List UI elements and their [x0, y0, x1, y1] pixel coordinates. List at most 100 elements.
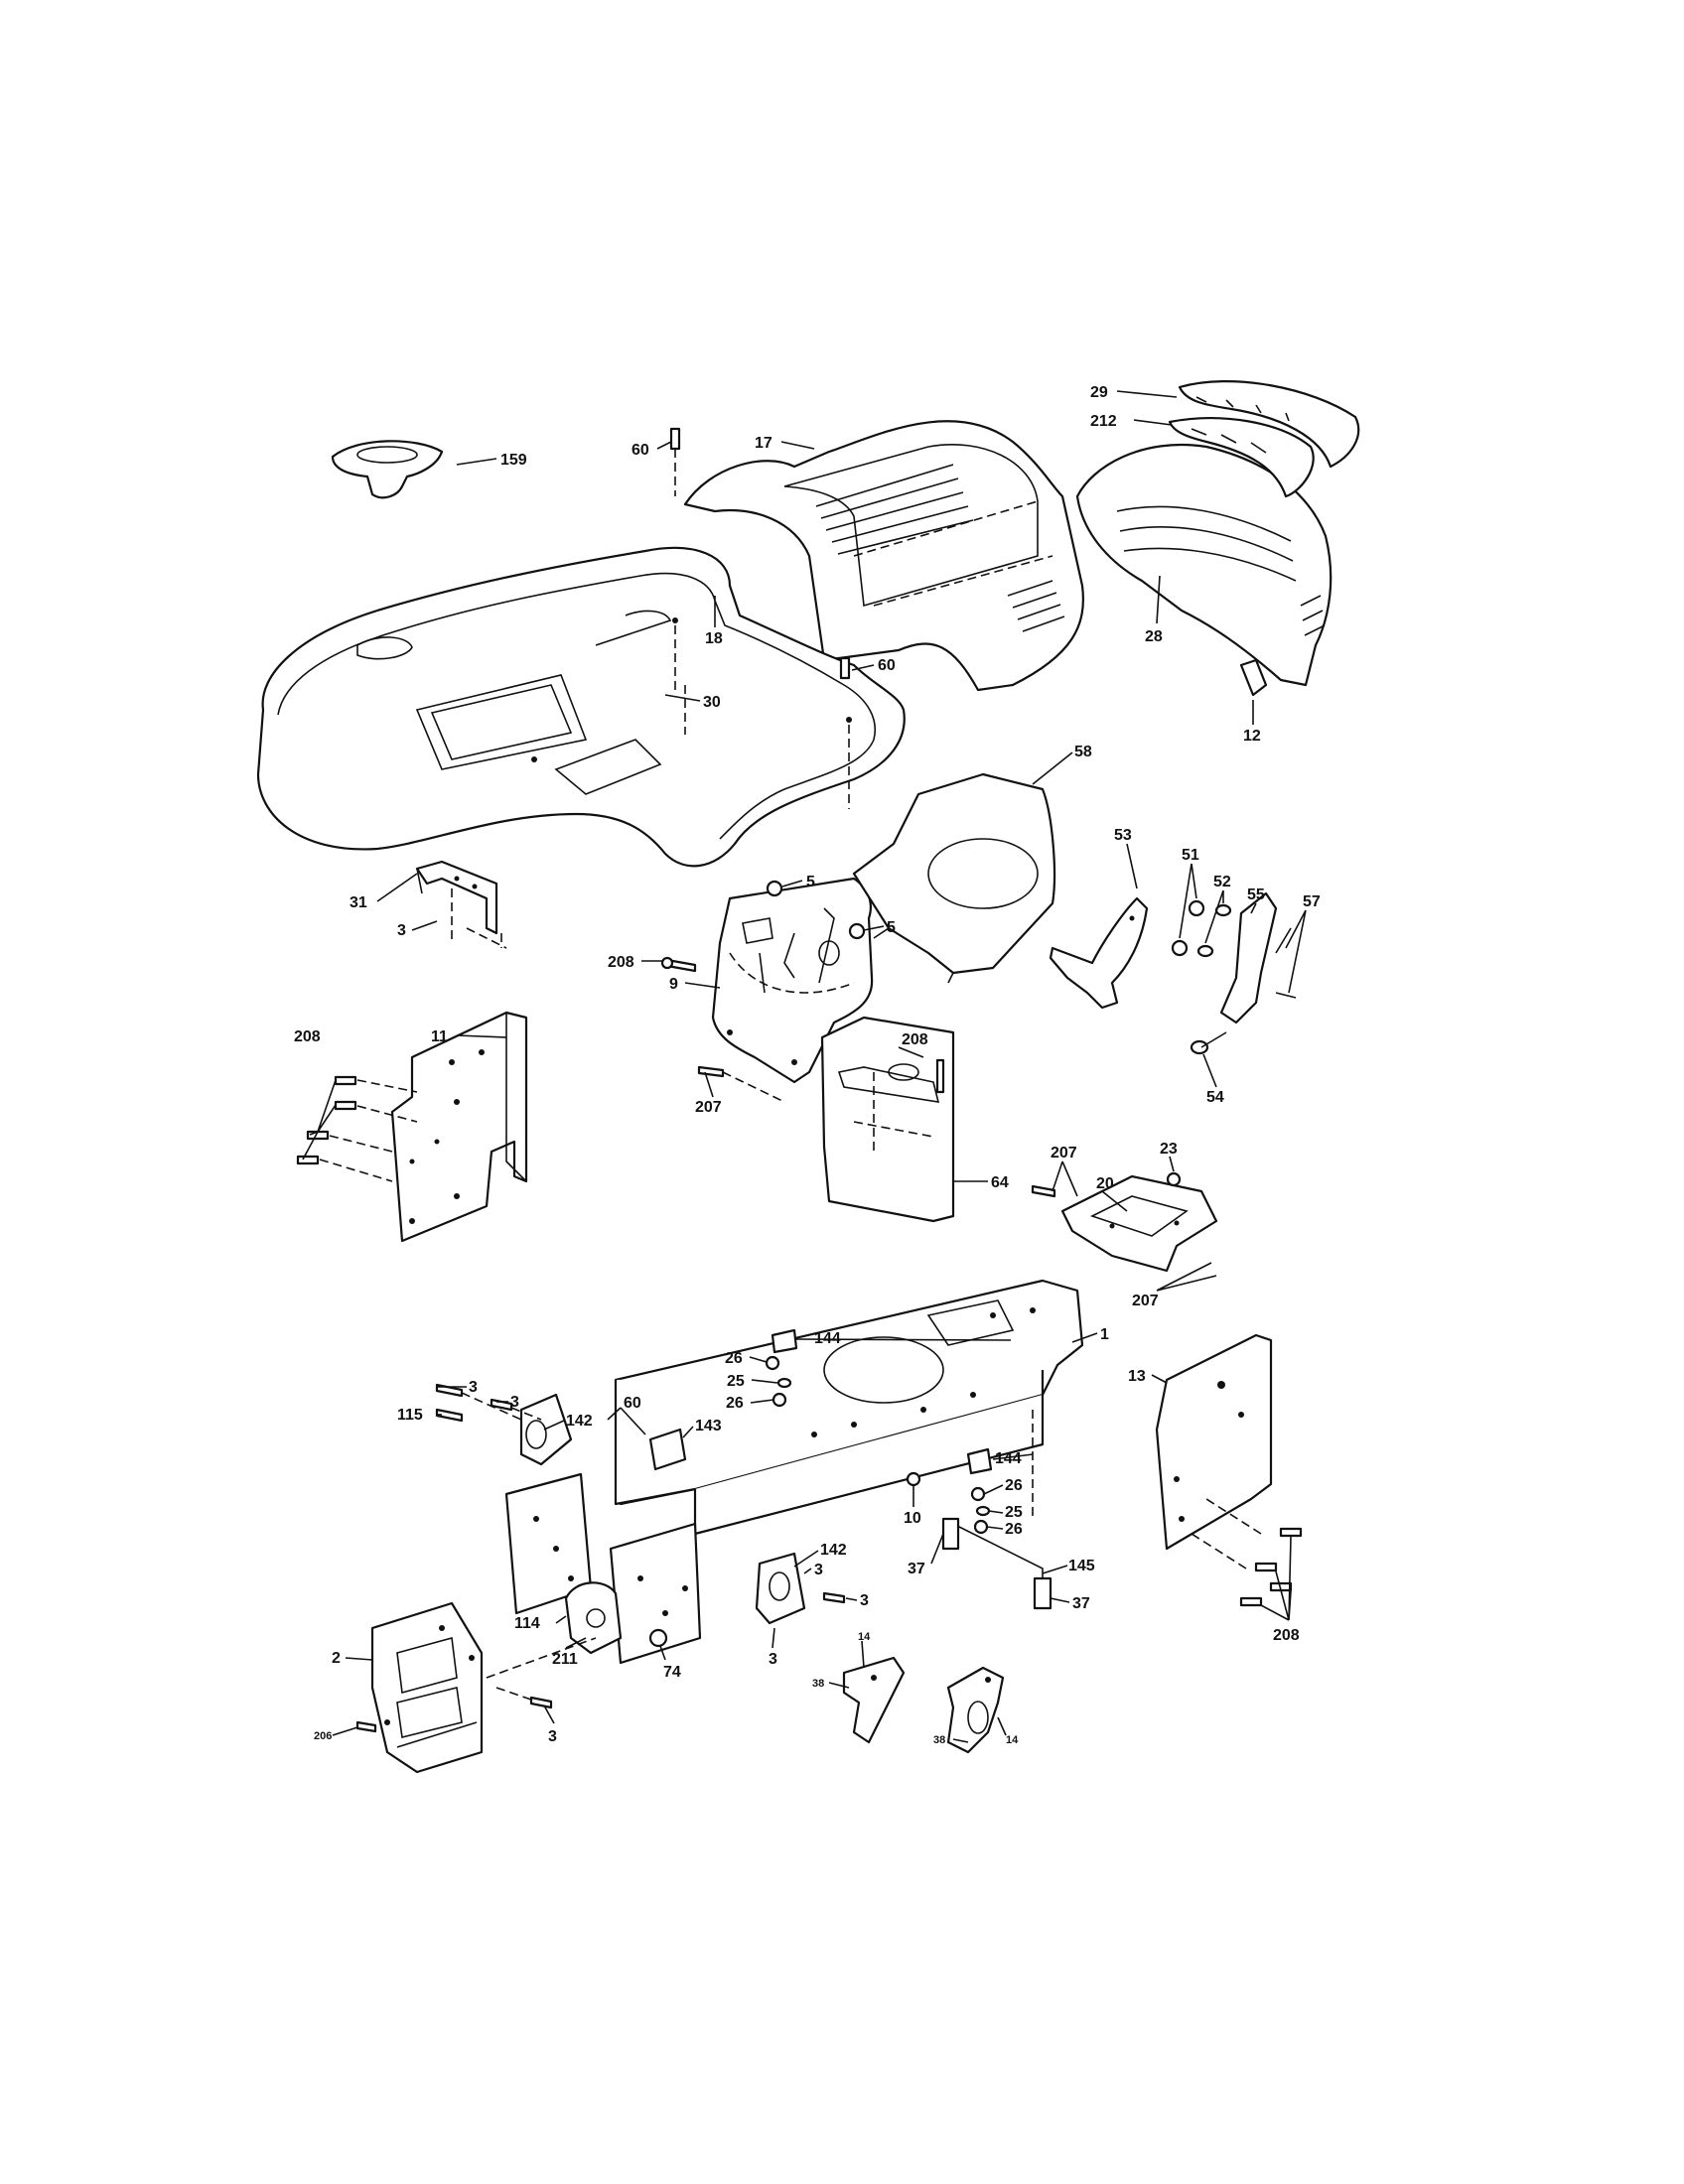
label-20: 20: [1096, 1175, 1114, 1192]
bolt-part-208c: [935, 1058, 945, 1094]
bolt-part-208b: [660, 956, 697, 973]
label-14: 14: [1006, 1734, 1019, 1746]
label-64: 64: [991, 1174, 1009, 1191]
bolt-part-207b: [1031, 1184, 1056, 1198]
label-211: 211: [552, 1651, 578, 1668]
bolt-part-60a: [669, 427, 681, 496]
label-60: 60: [878, 657, 896, 674]
label-3: 3: [769, 1651, 777, 1668]
label-5: 5: [806, 874, 815, 890]
bracket-part-31: [415, 860, 507, 949]
label-144: 144: [814, 1330, 841, 1347]
label-115: 115: [397, 1407, 423, 1424]
label-207: 207: [1051, 1145, 1077, 1161]
label-60: 60: [632, 442, 649, 459]
label-142: 142: [566, 1413, 593, 1430]
label-145: 145: [1068, 1558, 1095, 1574]
label-11: 11: [431, 1028, 448, 1045]
label-206: 206: [314, 1730, 332, 1742]
label-26: 26: [1005, 1521, 1023, 1538]
label-54: 54: [1206, 1089, 1224, 1106]
label-3: 3: [510, 1394, 519, 1411]
frame-part-1: [614, 1279, 1084, 1536]
label-5: 5: [887, 919, 896, 936]
label-3: 3: [814, 1562, 823, 1578]
label-208: 208: [294, 1028, 321, 1045]
label-3: 3: [860, 1592, 869, 1609]
label-3: 3: [469, 1379, 478, 1396]
lever-part-55: [1219, 891, 1278, 1024]
hood-part-17: [683, 420, 1084, 692]
label-51: 51: [1182, 847, 1199, 864]
label-12: 12: [1243, 728, 1261, 745]
label-31: 31: [350, 894, 367, 911]
trim-part-29: [1178, 380, 1360, 469]
front-plate-part-2: [370, 1601, 597, 1774]
label-17: 17: [755, 435, 772, 452]
label-60: 60: [624, 1395, 641, 1412]
label-26: 26: [726, 1395, 744, 1412]
label-57: 57: [1303, 893, 1321, 910]
bracket-part-38b: [946, 1666, 1005, 1754]
label-28: 28: [1145, 628, 1163, 645]
label-9: 9: [669, 976, 678, 993]
side-panel-part-11: [390, 1011, 528, 1243]
heat-shield-part-58: [852, 772, 1056, 984]
bracket-part-38a: [842, 1656, 906, 1744]
label-1: 1: [1100, 1326, 1109, 1343]
label-208: 208: [1273, 1627, 1300, 1644]
nut-part-5b: [848, 922, 866, 940]
label-58: 58: [1074, 744, 1092, 760]
label-38: 38: [933, 1734, 945, 1746]
bracket-part-144a: [771, 1328, 798, 1354]
label-30: 30: [703, 694, 721, 711]
trim-part-212: [1168, 417, 1315, 498]
plate-part-114: [564, 1581, 623, 1655]
label-37: 37: [1072, 1595, 1090, 1612]
label-114: 114: [514, 1615, 540, 1632]
label-208: 208: [902, 1031, 928, 1048]
label-10: 10: [904, 1510, 921, 1527]
bracket-part-142a: [519, 1393, 573, 1466]
plate-part-20: [1060, 1174, 1218, 1273]
label-26: 26: [725, 1350, 743, 1367]
washer-part-52: [1196, 903, 1232, 958]
bracket-part-143: [648, 1428, 687, 1471]
bushing-part-74: [648, 1628, 668, 1648]
nut-part-5a: [766, 880, 783, 897]
label-29: 29: [1090, 384, 1108, 401]
label-23: 23: [1160, 1141, 1178, 1158]
grille-part-28: [1075, 443, 1333, 687]
label-212: 212: [1090, 413, 1117, 430]
clip-part-12: [1239, 658, 1268, 697]
knob-part-54: [1190, 1031, 1227, 1055]
label-37: 37: [908, 1561, 925, 1577]
label-3: 3: [397, 922, 406, 939]
label-207: 207: [1132, 1293, 1159, 1309]
label-55: 55: [1247, 887, 1265, 903]
bolt-part-3g: [495, 1687, 553, 1709]
label-159: 159: [500, 452, 527, 469]
label-25: 25: [727, 1373, 745, 1390]
bracket-part-144b: [966, 1447, 993, 1475]
label-2: 2: [332, 1650, 341, 1667]
label-14: 14: [858, 1631, 871, 1643]
label-144: 144: [995, 1450, 1022, 1467]
bolt-part-60b: [839, 656, 851, 680]
label-74: 74: [663, 1664, 681, 1681]
rod-part-145: [941, 1517, 1052, 1610]
label-143: 143: [695, 1418, 722, 1434]
nut-part-51: [1171, 899, 1205, 957]
label-52: 52: [1213, 874, 1231, 890]
bolt-part-10: [906, 1471, 921, 1487]
bolt-part-208d: [1191, 1498, 1303, 1607]
label-38: 38: [812, 1678, 824, 1690]
label-13: 13: [1128, 1368, 1146, 1385]
nut-part-23: [1166, 1171, 1182, 1187]
bolt-part-57: [1275, 927, 1297, 999]
label-142: 142: [820, 1542, 847, 1559]
side-panel-part-13: [1155, 1333, 1273, 1551]
panel-part-64: [820, 1016, 955, 1223]
fender-part-30: [256, 546, 906, 868]
label-25: 25: [1005, 1504, 1023, 1521]
